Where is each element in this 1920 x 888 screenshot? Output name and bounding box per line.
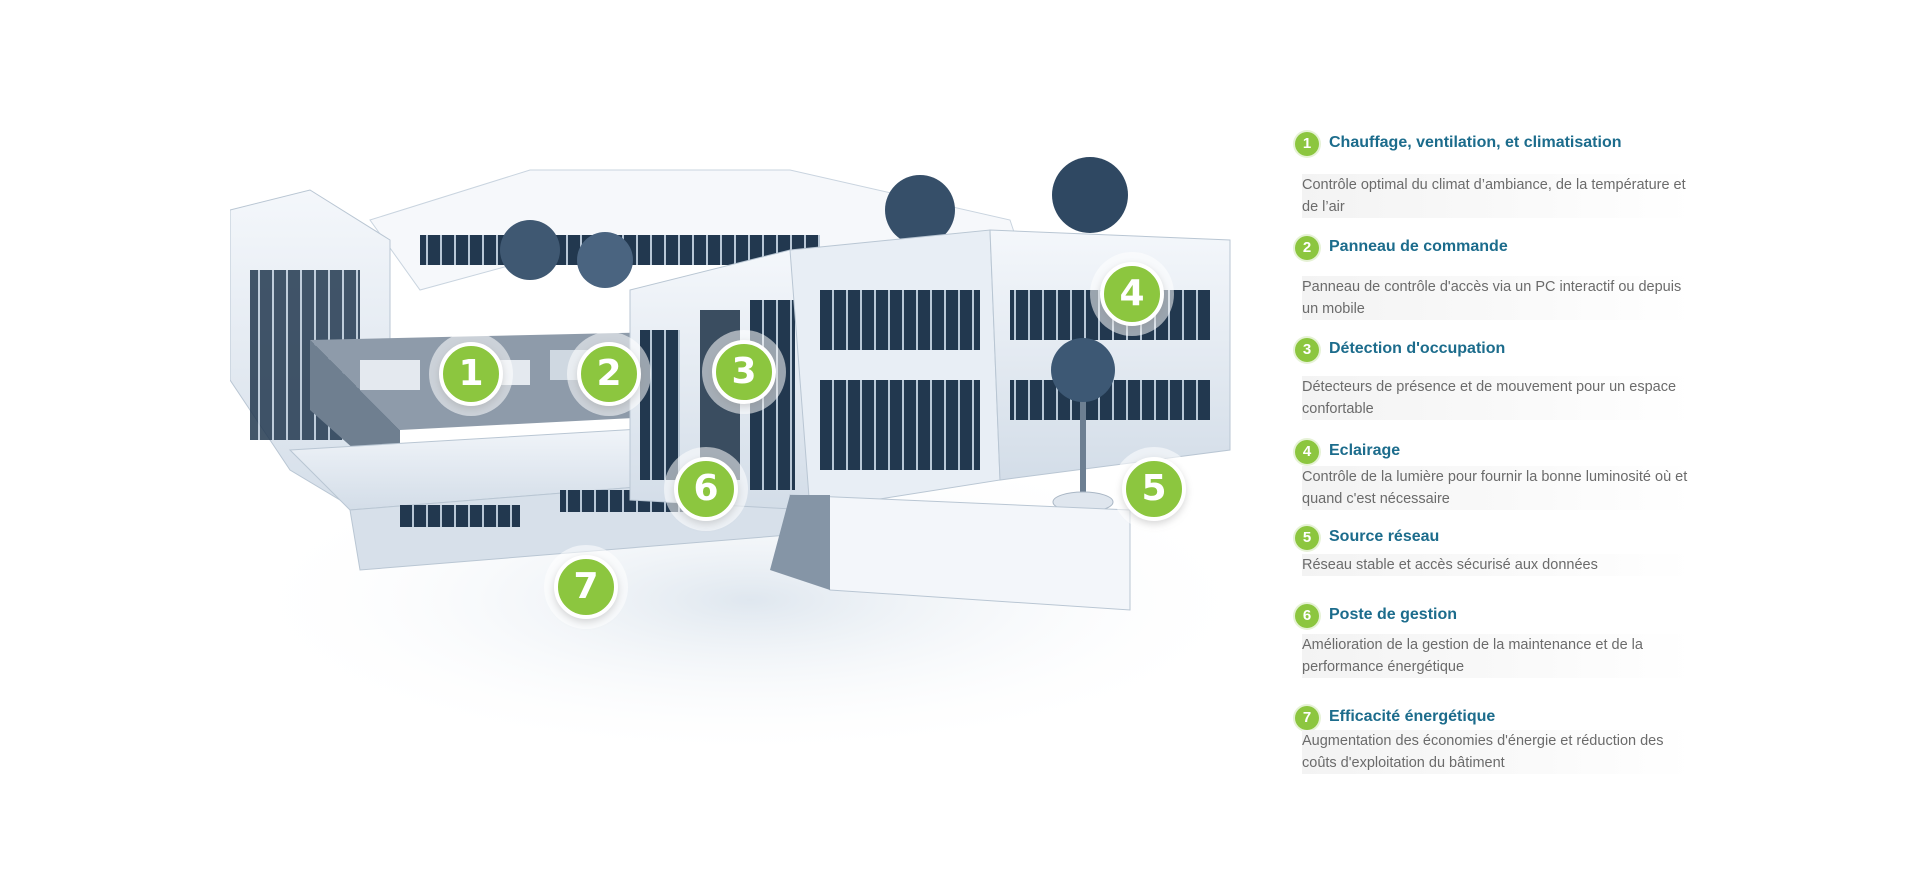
marker-3[interactable]: 3: [712, 340, 776, 404]
legend-title-5: Source réseau: [1329, 528, 1440, 545]
legend-desc-3: Détecteurs de présence et de mouvement p…: [1302, 376, 1692, 420]
legend-desc-6: Amélioration de la gestion de la mainten…: [1302, 634, 1692, 678]
marker-1[interactable]: 1: [439, 342, 503, 406]
marker-6[interactable]: 6: [674, 457, 738, 521]
legend-desc-4: Contrôle de la lumière pour fournir la b…: [1302, 466, 1692, 510]
badge-4: 4: [1295, 440, 1319, 464]
legend-desc-5: Réseau stable et accès sécurisé aux donn…: [1302, 554, 1692, 576]
marker-7[interactable]: 7: [554, 555, 618, 619]
legend-desc-2: Panneau de contrôle d'accès via un PC in…: [1302, 276, 1692, 320]
badge-3: 3: [1295, 338, 1319, 362]
badge-7: 7: [1295, 706, 1319, 730]
legend-title-2: Panneau de commande: [1329, 238, 1508, 255]
legend-desc-1: Contrôle optimal du climat d’ambiance, d…: [1302, 174, 1692, 218]
legend-title-1: Chauffage, ventilation, et climatisation: [1329, 134, 1622, 151]
marker-4[interactable]: 4: [1100, 262, 1164, 326]
legend-title-6: Poste de gestion: [1329, 606, 1458, 623]
marker-5[interactable]: 5: [1122, 457, 1186, 521]
building-illustration: [230, 157, 1270, 750]
badge-1: 1: [1295, 132, 1319, 156]
badge-6: 6: [1295, 604, 1319, 628]
legend-title-4: Eclairage: [1329, 442, 1401, 459]
badge-5: 5: [1295, 526, 1319, 550]
legend-title-7: Efficacité énergétique: [1329, 708, 1496, 725]
legend-title-3: Détection d'occupation: [1329, 340, 1506, 357]
marker-2[interactable]: 2: [577, 342, 641, 406]
badge-2: 2: [1295, 236, 1319, 260]
legend-desc-7: Augmentation des économies d'énergie et …: [1302, 730, 1692, 774]
